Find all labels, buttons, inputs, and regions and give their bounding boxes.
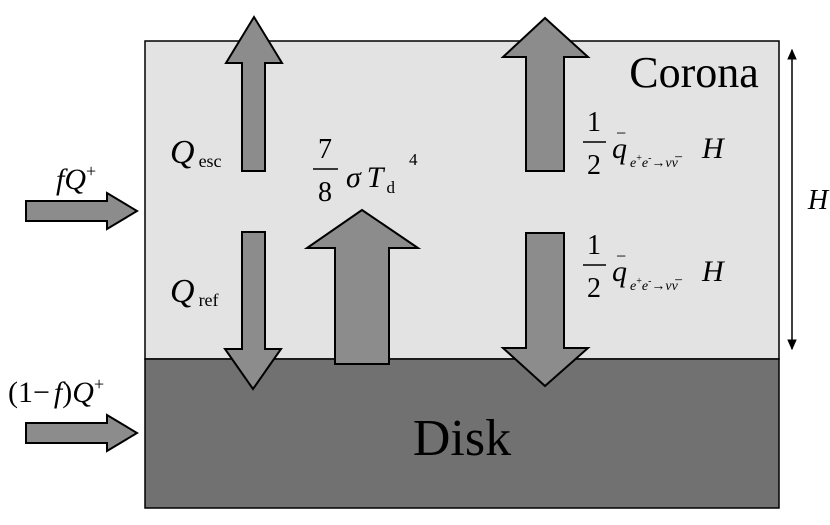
svg-text:−: −: [616, 246, 626, 266]
svg-text:q: q: [612, 255, 627, 288]
svg-text:7: 7: [318, 134, 332, 165]
svg-text:−: −: [616, 123, 626, 143]
disk-label: Disk: [413, 410, 511, 467]
corona-input-label: fQ+: [56, 161, 96, 196]
q-esc-arrow: [224, 15, 284, 172]
svg-text:1: 1: [587, 107, 601, 138]
svg-text:2: 2: [587, 150, 601, 181]
svg-text:2: 2: [587, 273, 601, 304]
q-ref-arrow: [223, 231, 283, 391]
neutrino-up-arrow: [500, 16, 591, 172]
svg-text:H: H: [701, 255, 726, 288]
height-marker-label: H: [807, 185, 830, 216]
svg-text:1: 1: [587, 230, 601, 261]
disk-input-label: (1−f)Q+: [8, 374, 104, 409]
neutrino-down-arrow: [500, 232, 591, 388]
corona-label: Corona: [629, 48, 759, 97]
disk-radiation-arrow: [303, 208, 422, 365]
svg-text:q: q: [612, 132, 627, 165]
svg-text:8: 8: [318, 177, 332, 208]
svg-text:H: H: [701, 132, 726, 165]
disk-input-arrow: [25, 413, 139, 453]
corona-input-arrow: [25, 191, 139, 231]
